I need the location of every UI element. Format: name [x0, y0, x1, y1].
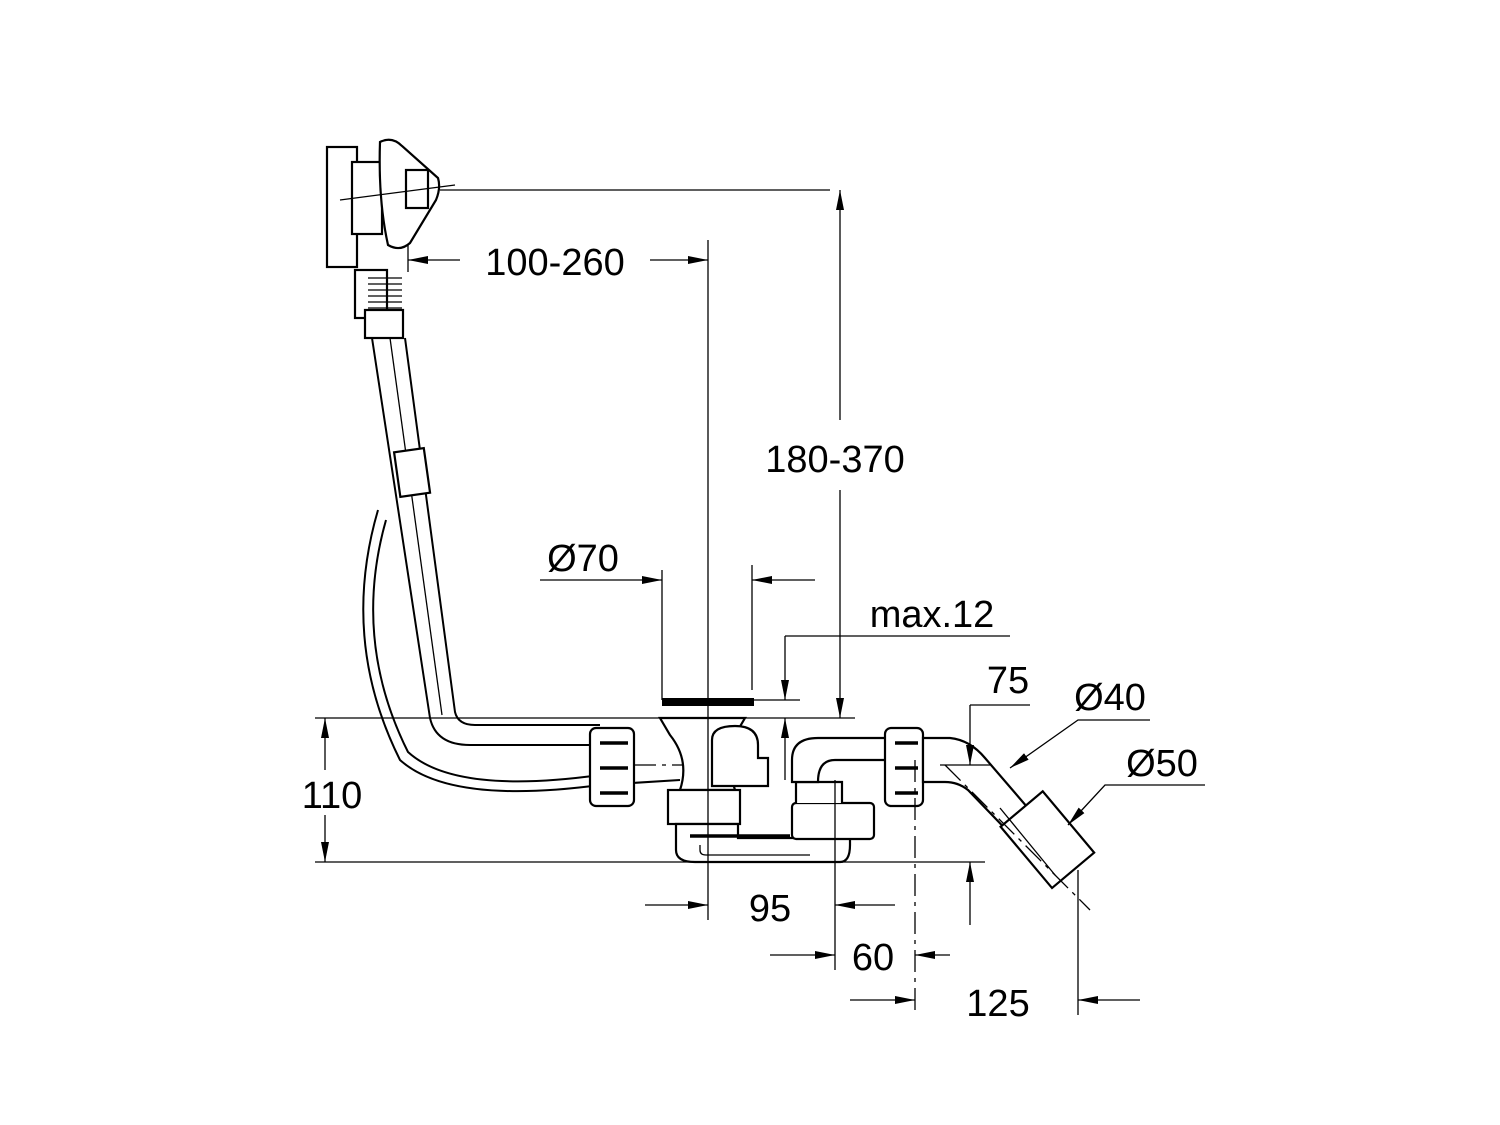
dimension-height-range: 180-370 — [765, 439, 904, 481]
dimension-max-thickness: max.12 — [870, 594, 995, 636]
dimension-outlet-offset-95: 95 — [749, 888, 791, 930]
centerlines — [707, 240, 1091, 1015]
drain-assembly — [588, 698, 1096, 890]
dimension-outlet-diameter-40: Ø40 — [1074, 677, 1146, 719]
dimension-height: 110 — [302, 775, 363, 817]
dimension-overflow-offset: 100-260 — [485, 242, 624, 284]
dimension-outlet-diameter-50: Ø50 — [1126, 743, 1198, 785]
overflow-head — [325, 138, 456, 340]
overflow-pipe — [362, 337, 681, 804]
dimension-outlet-offset-60: 60 — [852, 937, 894, 979]
dimension-outlet-offset-125: 125 — [966, 983, 1029, 1025]
dimension-lines — [315, 189, 1205, 1004]
dimension-outlet-height: 75 — [987, 660, 1029, 702]
dimension-drain-diameter: Ø70 — [547, 538, 619, 580]
